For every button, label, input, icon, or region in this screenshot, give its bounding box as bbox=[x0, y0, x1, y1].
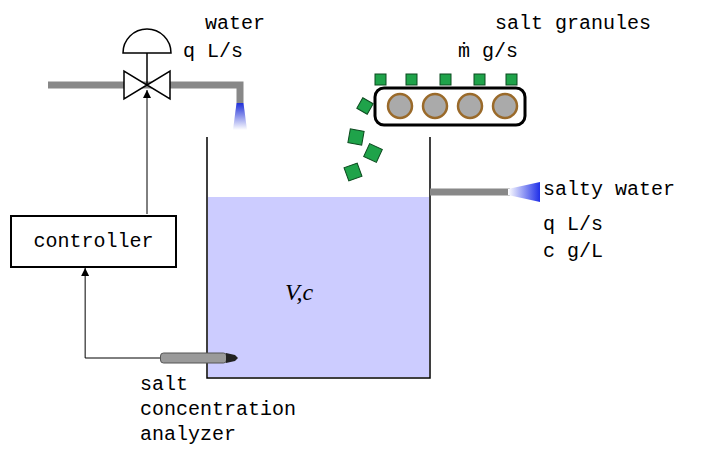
outlet-rate-label: q L/s bbox=[543, 213, 603, 237]
tank-variable-label: V,c bbox=[285, 280, 313, 304]
probe-shape bbox=[160, 352, 238, 364]
analyzer-label: salt concentration analyzer bbox=[140, 372, 330, 447]
salt-conveyor bbox=[375, 74, 525, 125]
flow-rate-label: q L/s bbox=[183, 40, 243, 64]
analyzer-probe: salt concentration analyzer bbox=[160, 352, 238, 364]
valve-actuator bbox=[123, 29, 171, 53]
feed-rate-label: ṁ g/s bbox=[458, 40, 518, 64]
signal-line bbox=[85, 268, 160, 358]
node-label: controller bbox=[33, 230, 153, 254]
outlet-label: salty water bbox=[543, 178, 675, 202]
feed-label: salt granules bbox=[495, 12, 651, 36]
outlet-stream bbox=[508, 182, 540, 202]
falling-granules bbox=[344, 98, 382, 181]
outlet-pipe bbox=[430, 189, 510, 196]
flow-label: water bbox=[205, 12, 265, 36]
tank-water bbox=[208, 197, 429, 377]
controller-box: controller bbox=[10, 215, 177, 268]
tank-wall bbox=[207, 137, 430, 378]
control-signal bbox=[147, 90, 148, 214]
concentration-label: c g/L bbox=[543, 240, 603, 264]
water-stream bbox=[233, 103, 247, 130]
valve-stem bbox=[146, 53, 148, 85]
